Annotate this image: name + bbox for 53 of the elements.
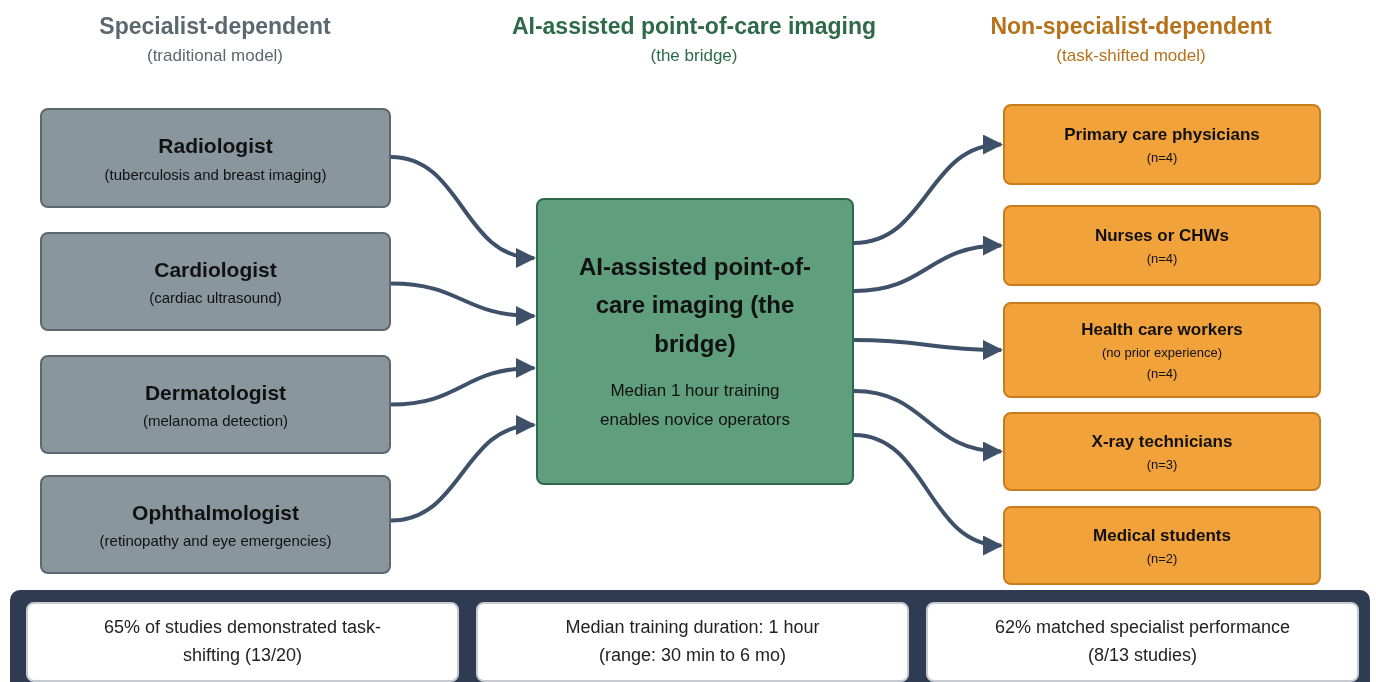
- role-box: [1003, 205, 1321, 286]
- column-subheading: (traditional model): [145, 46, 285, 66]
- stat-box: [476, 602, 909, 682]
- arrow: [853, 389, 1003, 461]
- arrow: [390, 281, 536, 326]
- bridge-box: [536, 198, 854, 485]
- node-title: Primary care physicians: [1063, 123, 1261, 146]
- stat-box: [926, 602, 1359, 682]
- role-box: [1003, 412, 1321, 491]
- role-box: [1003, 104, 1321, 185]
- node-title: Nurses or CHWs: [1093, 224, 1231, 247]
- node-title: AI-assisted point-of-care imaging (the bridge): [578, 252, 812, 359]
- node-subtitle: (n=4): [1145, 249, 1179, 268]
- node-title: Dermatologist: [143, 379, 288, 406]
- arrow: [390, 155, 536, 266]
- node-title: Median training duration: 1 hour (range: 30 min to 6 mo): [564, 616, 821, 667]
- node-subtitle: (n=3): [1145, 455, 1179, 474]
- node-subtitle: (melanoma detection): [141, 411, 290, 432]
- stat-box: [26, 602, 459, 682]
- role-box: [40, 355, 391, 454]
- node-title: 62% matched specialist performance (8/13 studies): [993, 616, 1292, 667]
- node-subtitle: Median 1 hour training enables novice operators: [599, 380, 791, 432]
- arrow: [853, 236, 1003, 293]
- node-subtitle: (cardiac ultrasound): [148, 288, 283, 309]
- node-title: Health care workers: [1080, 318, 1244, 341]
- arrow: [853, 136, 1003, 245]
- column-subheading: (task-shifted model): [1055, 46, 1207, 66]
- node-subtitle: (no prior experience): [1101, 343, 1223, 362]
- role-box: [40, 232, 391, 331]
- column-heading: AI-assisted point-of-care imaging: [510, 13, 878, 40]
- role-box: [40, 108, 391, 208]
- arrow: [390, 417, 536, 523]
- column-heading: Specialist-dependent: [98, 13, 332, 40]
- node-subtitle: (n=4): [1145, 148, 1179, 167]
- node-title: Cardiologist: [153, 256, 278, 283]
- arrow: [390, 358, 536, 407]
- arrow: [853, 433, 1003, 554]
- node-title: 65% of studies demonstrated task-shifting (13/20): [102, 616, 383, 667]
- node-title: Medical students: [1092, 524, 1232, 547]
- node-title: X-ray technicians: [1090, 430, 1234, 453]
- node-title: Radiologist: [157, 133, 274, 160]
- node-subtitle: (n=2): [1145, 549, 1179, 568]
- role-box: [40, 475, 391, 574]
- column-subheading: (the bridge): [649, 46, 739, 66]
- node-subtitle: (tuberculosis and breast imaging): [103, 164, 328, 185]
- role-box: [1003, 506, 1321, 585]
- summary-panel: [10, 590, 1370, 682]
- node-subtitle: (n=4): [1145, 364, 1179, 383]
- node-subtitle: (retinopathy and eye emergencies): [98, 531, 333, 552]
- arrow: [853, 338, 1003, 360]
- role-box: [1003, 302, 1321, 398]
- node-title: Ophthalmologist: [131, 499, 300, 526]
- column-heading: Non-specialist-dependent: [989, 13, 1273, 40]
